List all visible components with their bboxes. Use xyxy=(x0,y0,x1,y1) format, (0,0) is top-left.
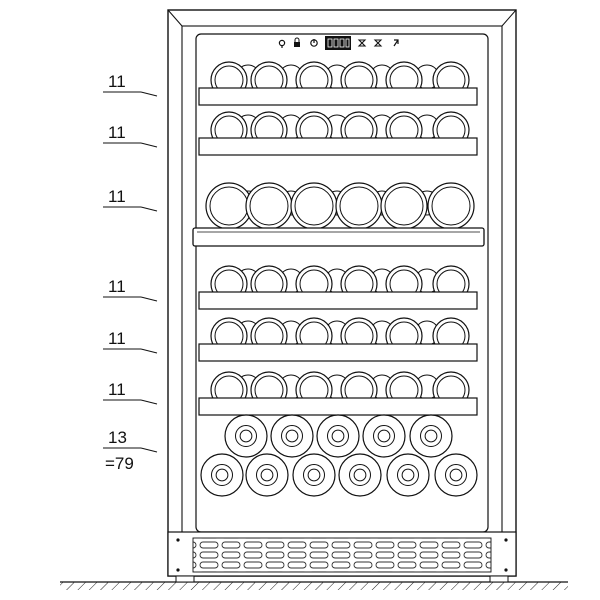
bottle-neck xyxy=(316,414,360,458)
bottle-count-label: 13 xyxy=(108,428,127,447)
leader-line xyxy=(140,91,158,97)
shelf-label: 11 xyxy=(103,123,158,148)
floor xyxy=(60,581,568,590)
shelf-label: 11 xyxy=(103,329,158,354)
bottle-end xyxy=(335,182,383,230)
bottle-neck xyxy=(362,414,406,458)
bottle-count-label: 11 xyxy=(108,187,126,206)
bottle-count-label: 11 xyxy=(108,72,126,91)
shelf-rail xyxy=(198,137,478,156)
shelf-rail xyxy=(198,343,478,362)
shelf-rail xyxy=(198,291,478,310)
wine-shelf xyxy=(198,317,478,362)
minus-icon[interactable] xyxy=(357,39,367,47)
bottle-neck xyxy=(409,414,453,458)
bottle-count-label: 11 xyxy=(108,380,126,399)
leader-line xyxy=(140,399,158,405)
bottle-neck xyxy=(434,453,478,497)
bottle-end xyxy=(245,182,293,230)
power-icon[interactable] xyxy=(310,39,318,47)
bottle-end xyxy=(427,182,475,230)
leader-line xyxy=(140,348,158,354)
bottle-neck xyxy=(292,453,336,497)
shelf-label: 11 xyxy=(103,380,158,405)
shelf-label: 11 xyxy=(103,72,158,97)
wine-shelf xyxy=(192,182,485,247)
leader-line xyxy=(140,447,158,453)
leader-line xyxy=(140,206,158,212)
zone-divider xyxy=(192,227,485,247)
control-panel xyxy=(278,36,399,50)
bottle-end xyxy=(205,182,253,230)
wine-shelf xyxy=(198,371,478,416)
base-grille xyxy=(167,531,517,583)
bottle-end xyxy=(290,182,338,230)
bottle-end xyxy=(380,182,428,230)
bottle-neck xyxy=(245,453,289,497)
bottle-count-label: 11 xyxy=(108,123,126,142)
leader-line xyxy=(140,142,158,148)
plus-icon[interactable] xyxy=(373,39,383,47)
wine-shelf xyxy=(198,111,478,156)
bottle-neck xyxy=(386,453,430,497)
zone-icon[interactable] xyxy=(393,39,399,47)
leader-line xyxy=(140,296,158,302)
shelf-label: 11 xyxy=(103,277,158,302)
bottle-count-label: 11 xyxy=(108,277,126,296)
shelf-label: 13=79 xyxy=(103,428,158,473)
total-count-label: =79 xyxy=(105,454,134,473)
temperature-display xyxy=(325,36,351,50)
shelf-label: 11 xyxy=(103,187,158,212)
shelf-rail xyxy=(198,397,478,416)
bottle-racks xyxy=(192,61,485,416)
bottle-neck xyxy=(200,453,244,497)
bottom-stacked-bottles xyxy=(200,414,478,497)
wine-shelf xyxy=(198,265,478,310)
bottle-neck xyxy=(338,453,382,497)
bottle-neck xyxy=(270,414,314,458)
lock-icon[interactable] xyxy=(294,37,300,47)
light-icon[interactable] xyxy=(278,39,286,48)
shelf-rail xyxy=(198,87,478,106)
bottle-neck xyxy=(224,414,268,458)
wine-shelf xyxy=(198,61,478,106)
bottle-count-label: 11 xyxy=(108,329,126,348)
